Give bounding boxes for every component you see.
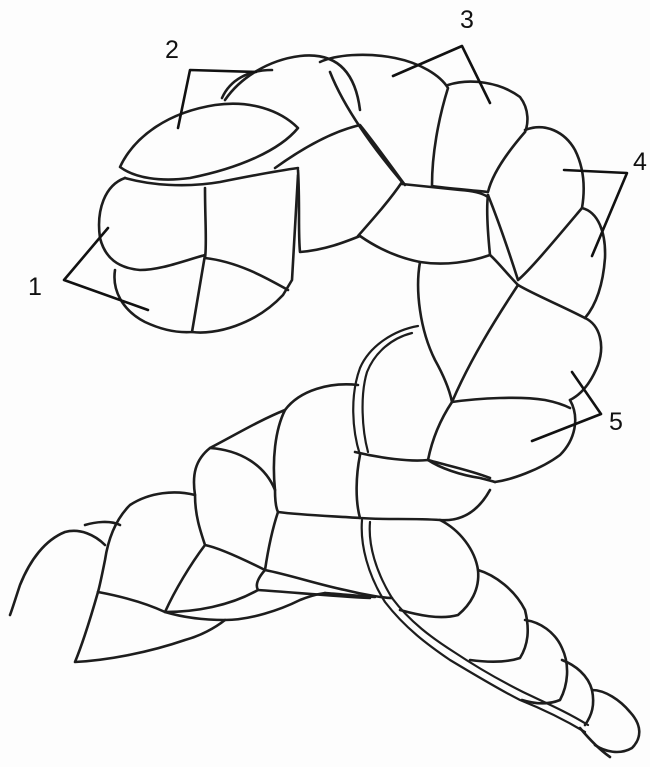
leader-line-3 [393, 46, 490, 103]
braid-segment [525, 127, 584, 208]
braid-strand-end [10, 531, 105, 615]
braid-segment [592, 690, 639, 752]
braid-segment [452, 398, 570, 408]
label-5: 5 [609, 410, 623, 435]
braid-segment [357, 455, 490, 520]
braid-head-curl [99, 70, 298, 333]
label-3: 3 [460, 8, 474, 33]
label-1: 1 [28, 275, 42, 300]
braid-segment [192, 175, 298, 333]
braid-segment [99, 178, 205, 270]
leader-line-4 [564, 170, 627, 256]
braid-segment [582, 208, 605, 318]
label-4: 4 [633, 150, 647, 175]
braid-segment [298, 170, 360, 252]
braid-segment [570, 318, 601, 400]
braid-segment [125, 168, 298, 185]
braid-segment [355, 452, 490, 478]
braid-segment [225, 55, 360, 110]
braid-segment [205, 188, 288, 290]
braid-segment [75, 592, 225, 662]
braid-segment [330, 72, 402, 236]
braid-segment [257, 570, 370, 598]
braid-left-tail [10, 492, 375, 662]
braid-segment [448, 82, 527, 132]
braid-segment [320, 55, 448, 185]
braid-segment [98, 492, 195, 592]
braid-segment [120, 104, 298, 180]
braid-segment [194, 410, 285, 545]
braid-upper-arc [225, 55, 605, 318]
braid-segment [274, 384, 358, 512]
braid-segment [432, 132, 525, 192]
braid-segment [418, 262, 452, 402]
braid-right-side [418, 255, 601, 482]
braid-crossing-strand [353, 326, 588, 732]
braid-segment [452, 285, 518, 402]
braid-segment [400, 520, 478, 617]
braid-segment [275, 125, 405, 185]
label-2: 2 [165, 38, 179, 63]
braid-segment [360, 195, 490, 264]
braid-segment [278, 512, 360, 518]
braid-segment [98, 592, 165, 612]
braid-strand-edge [370, 522, 588, 725]
braid-segment [165, 545, 258, 612]
braid-segment [210, 448, 275, 490]
braid-segment [580, 728, 610, 757]
braid-segment [205, 545, 265, 570]
